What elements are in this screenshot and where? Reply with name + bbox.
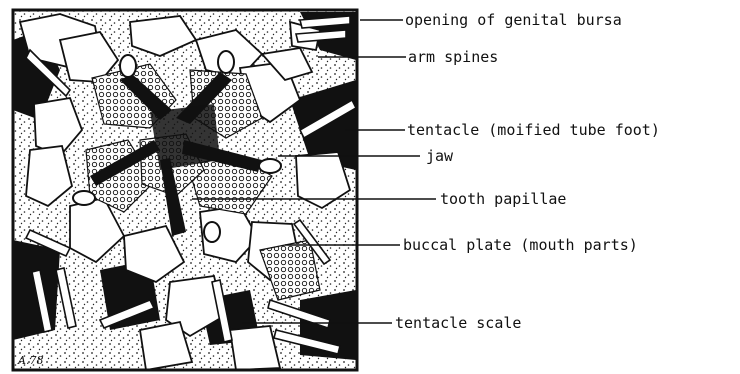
drawing-panel: A.78 bbox=[13, 10, 357, 370]
label-jaw: jaw bbox=[426, 147, 454, 165]
label-buccal-plate: buccal plate (mouth parts) bbox=[403, 236, 638, 254]
label-tooth-papillae: tooth papillae bbox=[440, 190, 566, 208]
label-genital-bursa: opening of genital bursa bbox=[405, 11, 622, 29]
artist-signature: A.78 bbox=[17, 354, 43, 367]
label-arm-spines: arm spines bbox=[408, 48, 498, 66]
label-tentacle: tentacle (moified tube foot) bbox=[407, 121, 660, 139]
labels: opening of genital bursa arm spines tent… bbox=[395, 11, 660, 332]
label-tentacle-scale: tentacle scale bbox=[395, 314, 521, 332]
